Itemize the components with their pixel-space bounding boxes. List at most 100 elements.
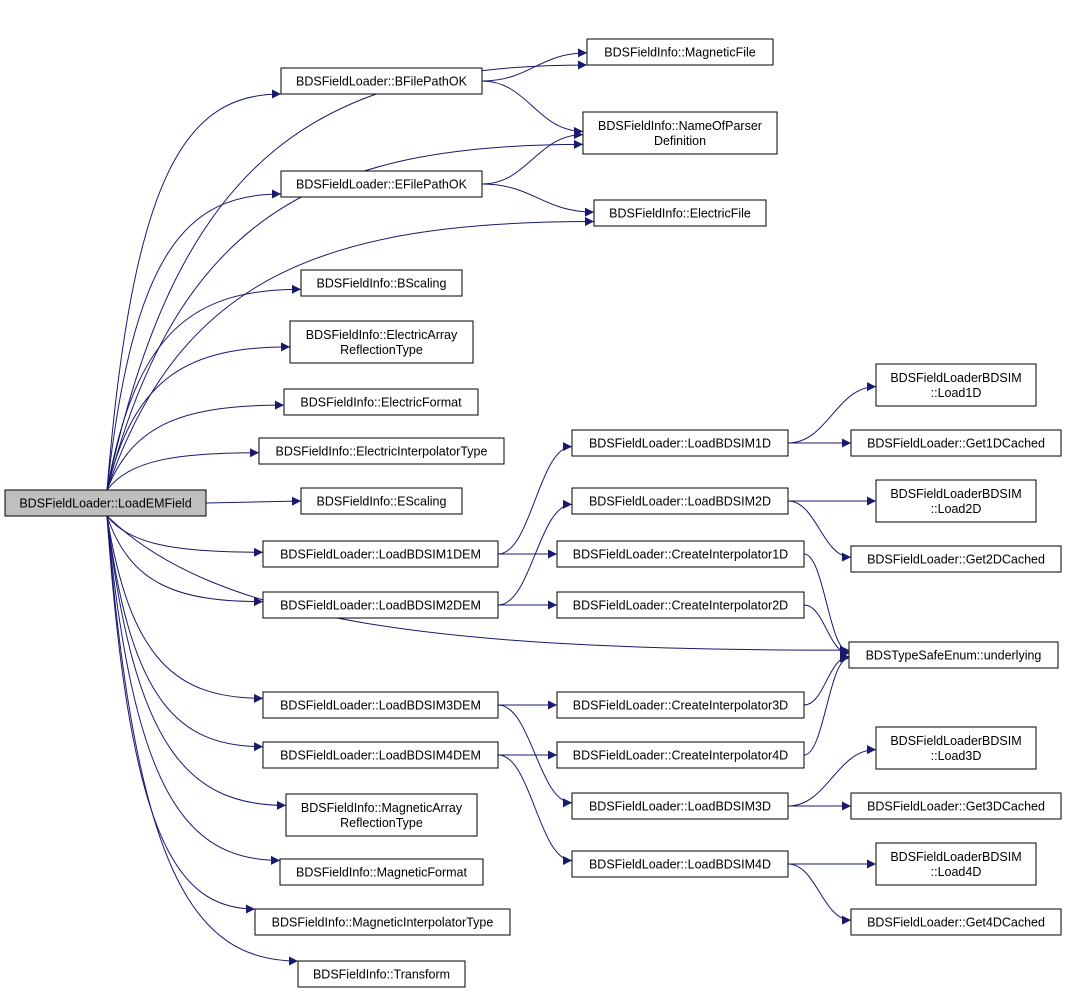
node-marr[interactable]: BDSFieldInfo::MagneticArrayReflectionTyp… xyxy=(285,793,478,837)
node-tse[interactable]: BDSTypeSafeEnum::underlying xyxy=(848,641,1059,669)
edge-ci3d-to-tse xyxy=(803,652,850,706)
node-box[interactable] xyxy=(556,540,805,568)
node-xform[interactable]: BDSFieldInfo::Transform xyxy=(297,960,466,988)
node-box[interactable] xyxy=(850,545,1062,573)
node-ld4d[interactable]: BDSFieldLoaderBDSIM::Load4D xyxy=(875,842,1037,886)
node-label: BDSFieldLoader::LoadBDSIM2DEM xyxy=(280,599,481,613)
node-escale[interactable]: BDSFieldInfo::EScaling xyxy=(300,487,463,515)
node-box[interactable] xyxy=(258,437,505,465)
nodes-layer: BDSFieldLoader::LoadEMFieldBDSFieldLoade… xyxy=(4,38,1062,988)
node-box[interactable] xyxy=(556,691,805,719)
node-label: BDSFieldLoader::Get3DCached xyxy=(867,800,1045,814)
node-l4dem[interactable]: BDSFieldLoader::LoadBDSIM4DEM xyxy=(262,741,499,769)
node-box[interactable] xyxy=(297,960,466,988)
node-box[interactable] xyxy=(875,726,1037,770)
edge-root-to-escale xyxy=(205,496,302,506)
node-box[interactable] xyxy=(262,591,499,619)
node-box[interactable] xyxy=(850,429,1062,457)
edge-root-to-tse xyxy=(106,515,850,655)
node-l1dem[interactable]: BDSFieldLoader::LoadBDSIM1DEM xyxy=(262,540,499,568)
node-lb4d[interactable]: BDSFieldLoader::LoadBDSIM4D xyxy=(571,850,789,878)
node-l2dem[interactable]: BDSFieldLoader::LoadBDSIM2DEM xyxy=(262,591,499,619)
node-mfile[interactable]: BDSFieldInfo::MagneticFile xyxy=(586,38,774,66)
node-l3dem[interactable]: BDSFieldLoader::LoadBDSIM3DEM xyxy=(262,691,499,719)
node-ci2d[interactable]: BDSFieldLoader::CreateInterpolator2D xyxy=(556,591,805,619)
edge-l3dem-to-lb3d xyxy=(497,704,573,808)
node-box[interactable] xyxy=(283,388,479,416)
edge-root-to-efile xyxy=(106,217,595,491)
node-ld3d[interactable]: BDSFieldLoaderBDSIM::Load3D xyxy=(875,726,1037,770)
node-box[interactable] xyxy=(300,487,463,515)
node-ci1d[interactable]: BDSFieldLoader::CreateInterpolator1D xyxy=(556,540,805,568)
node-box[interactable] xyxy=(289,320,474,364)
node-lb3d[interactable]: BDSFieldLoader::LoadBDSIM3D xyxy=(571,792,789,820)
node-g4d[interactable]: BDSFieldLoader::Get4DCached xyxy=(850,908,1062,936)
node-g2d[interactable]: BDSFieldLoader::Get2DCached xyxy=(850,545,1062,573)
node-box[interactable] xyxy=(875,363,1037,407)
node-lb2d[interactable]: BDSFieldLoader::LoadBDSIM2D xyxy=(571,487,789,515)
node-mfmt[interactable]: BDSFieldInfo::MagneticFormat xyxy=(279,858,484,886)
node-box[interactable] xyxy=(279,858,484,886)
node-earr[interactable]: BDSFieldInfo::ElectricArrayReflectionTyp… xyxy=(289,320,474,364)
node-efp[interactable]: BDSFieldLoader::EFilePathOK xyxy=(280,170,483,198)
node-label: BDSFieldInfo::MagneticArray xyxy=(301,801,463,815)
node-g1d[interactable]: BDSFieldLoader::Get1DCached xyxy=(850,429,1062,457)
node-box[interactable] xyxy=(285,793,478,837)
node-box[interactable] xyxy=(875,479,1037,523)
node-box[interactable] xyxy=(848,641,1059,669)
node-root[interactable]: BDSFieldLoader::LoadEMField xyxy=(4,489,207,517)
node-box[interactable] xyxy=(571,850,789,878)
edges-layer xyxy=(106,48,877,966)
node-label: ::Load2D xyxy=(931,502,982,516)
node-lb1d[interactable]: BDSFieldLoader::LoadBDSIM1D xyxy=(571,429,789,457)
node-label: BDSFieldInfo::BScaling xyxy=(317,277,447,291)
node-box[interactable] xyxy=(571,792,789,820)
node-box[interactable] xyxy=(586,38,774,66)
node-box[interactable] xyxy=(280,170,483,198)
node-label: BDSFieldLoader::Get4DCached xyxy=(867,916,1045,930)
node-ci3d[interactable]: BDSFieldLoader::CreateInterpolator3D xyxy=(556,691,805,719)
node-box[interactable] xyxy=(280,67,483,95)
node-label: BDSFieldLoader::Get1DCached xyxy=(867,437,1045,451)
node-box[interactable] xyxy=(582,111,778,155)
node-label: ::Load4D xyxy=(931,865,982,879)
node-box[interactable] xyxy=(875,842,1037,886)
node-box[interactable] xyxy=(4,489,207,517)
node-bscale[interactable]: BDSFieldInfo::BScaling xyxy=(300,269,463,297)
node-eint[interactable]: BDSFieldInfo::ElectricInterpolatorType xyxy=(258,437,505,465)
node-label: BDSFieldLoader::Get2DCached xyxy=(867,553,1045,567)
node-label: BDSFieldInfo::ElectricInterpolatorType xyxy=(276,445,488,459)
node-box[interactable] xyxy=(593,199,767,227)
node-label: BDSFieldInfo::NameOfParser xyxy=(598,119,762,133)
node-efmt[interactable]: BDSFieldInfo::ElectricFormat xyxy=(283,388,479,416)
node-box[interactable] xyxy=(556,741,805,769)
edge-bfp-to-mfile xyxy=(481,48,588,82)
node-bfp[interactable]: BDSFieldLoader::BFilePathOK xyxy=(280,67,483,95)
node-label: BDSFieldLoader::LoadBDSIM4D xyxy=(589,858,771,872)
node-box[interactable] xyxy=(262,741,499,769)
node-label: BDSTypeSafeEnum::underlying xyxy=(866,649,1042,663)
node-ci4d[interactable]: BDSFieldLoader::CreateInterpolator4D xyxy=(556,741,805,769)
node-label: BDSFieldLoader::CreateInterpolator3D xyxy=(573,699,788,713)
node-label: BDSFieldLoaderBDSIM xyxy=(890,734,1021,748)
node-efile[interactable]: BDSFieldInfo::ElectricFile xyxy=(593,199,767,227)
node-label: BDSFieldInfo::MagneticInterpolatorType xyxy=(272,916,494,930)
node-g3d[interactable]: BDSFieldLoader::Get3DCached xyxy=(850,792,1062,820)
node-label: BDSFieldLoader::CreateInterpolator1D xyxy=(573,548,788,562)
node-box[interactable] xyxy=(571,429,789,457)
node-box[interactable] xyxy=(850,908,1062,936)
node-box[interactable] xyxy=(556,591,805,619)
node-box[interactable] xyxy=(262,540,499,568)
node-box[interactable] xyxy=(571,487,789,515)
node-box[interactable] xyxy=(850,792,1062,820)
edge-lb4d-to-g4d xyxy=(787,863,852,925)
node-box[interactable] xyxy=(254,908,511,936)
node-ld2d[interactable]: BDSFieldLoaderBDSIM::Load2D xyxy=(875,479,1037,523)
node-box[interactable] xyxy=(300,269,463,297)
node-ld1d[interactable]: BDSFieldLoaderBDSIM::Load1D xyxy=(875,363,1037,407)
node-mint[interactable]: BDSFieldInfo::MagneticInterpolatorType xyxy=(254,908,511,936)
node-box[interactable] xyxy=(262,691,499,719)
edge-root-to-eint xyxy=(106,448,260,491)
